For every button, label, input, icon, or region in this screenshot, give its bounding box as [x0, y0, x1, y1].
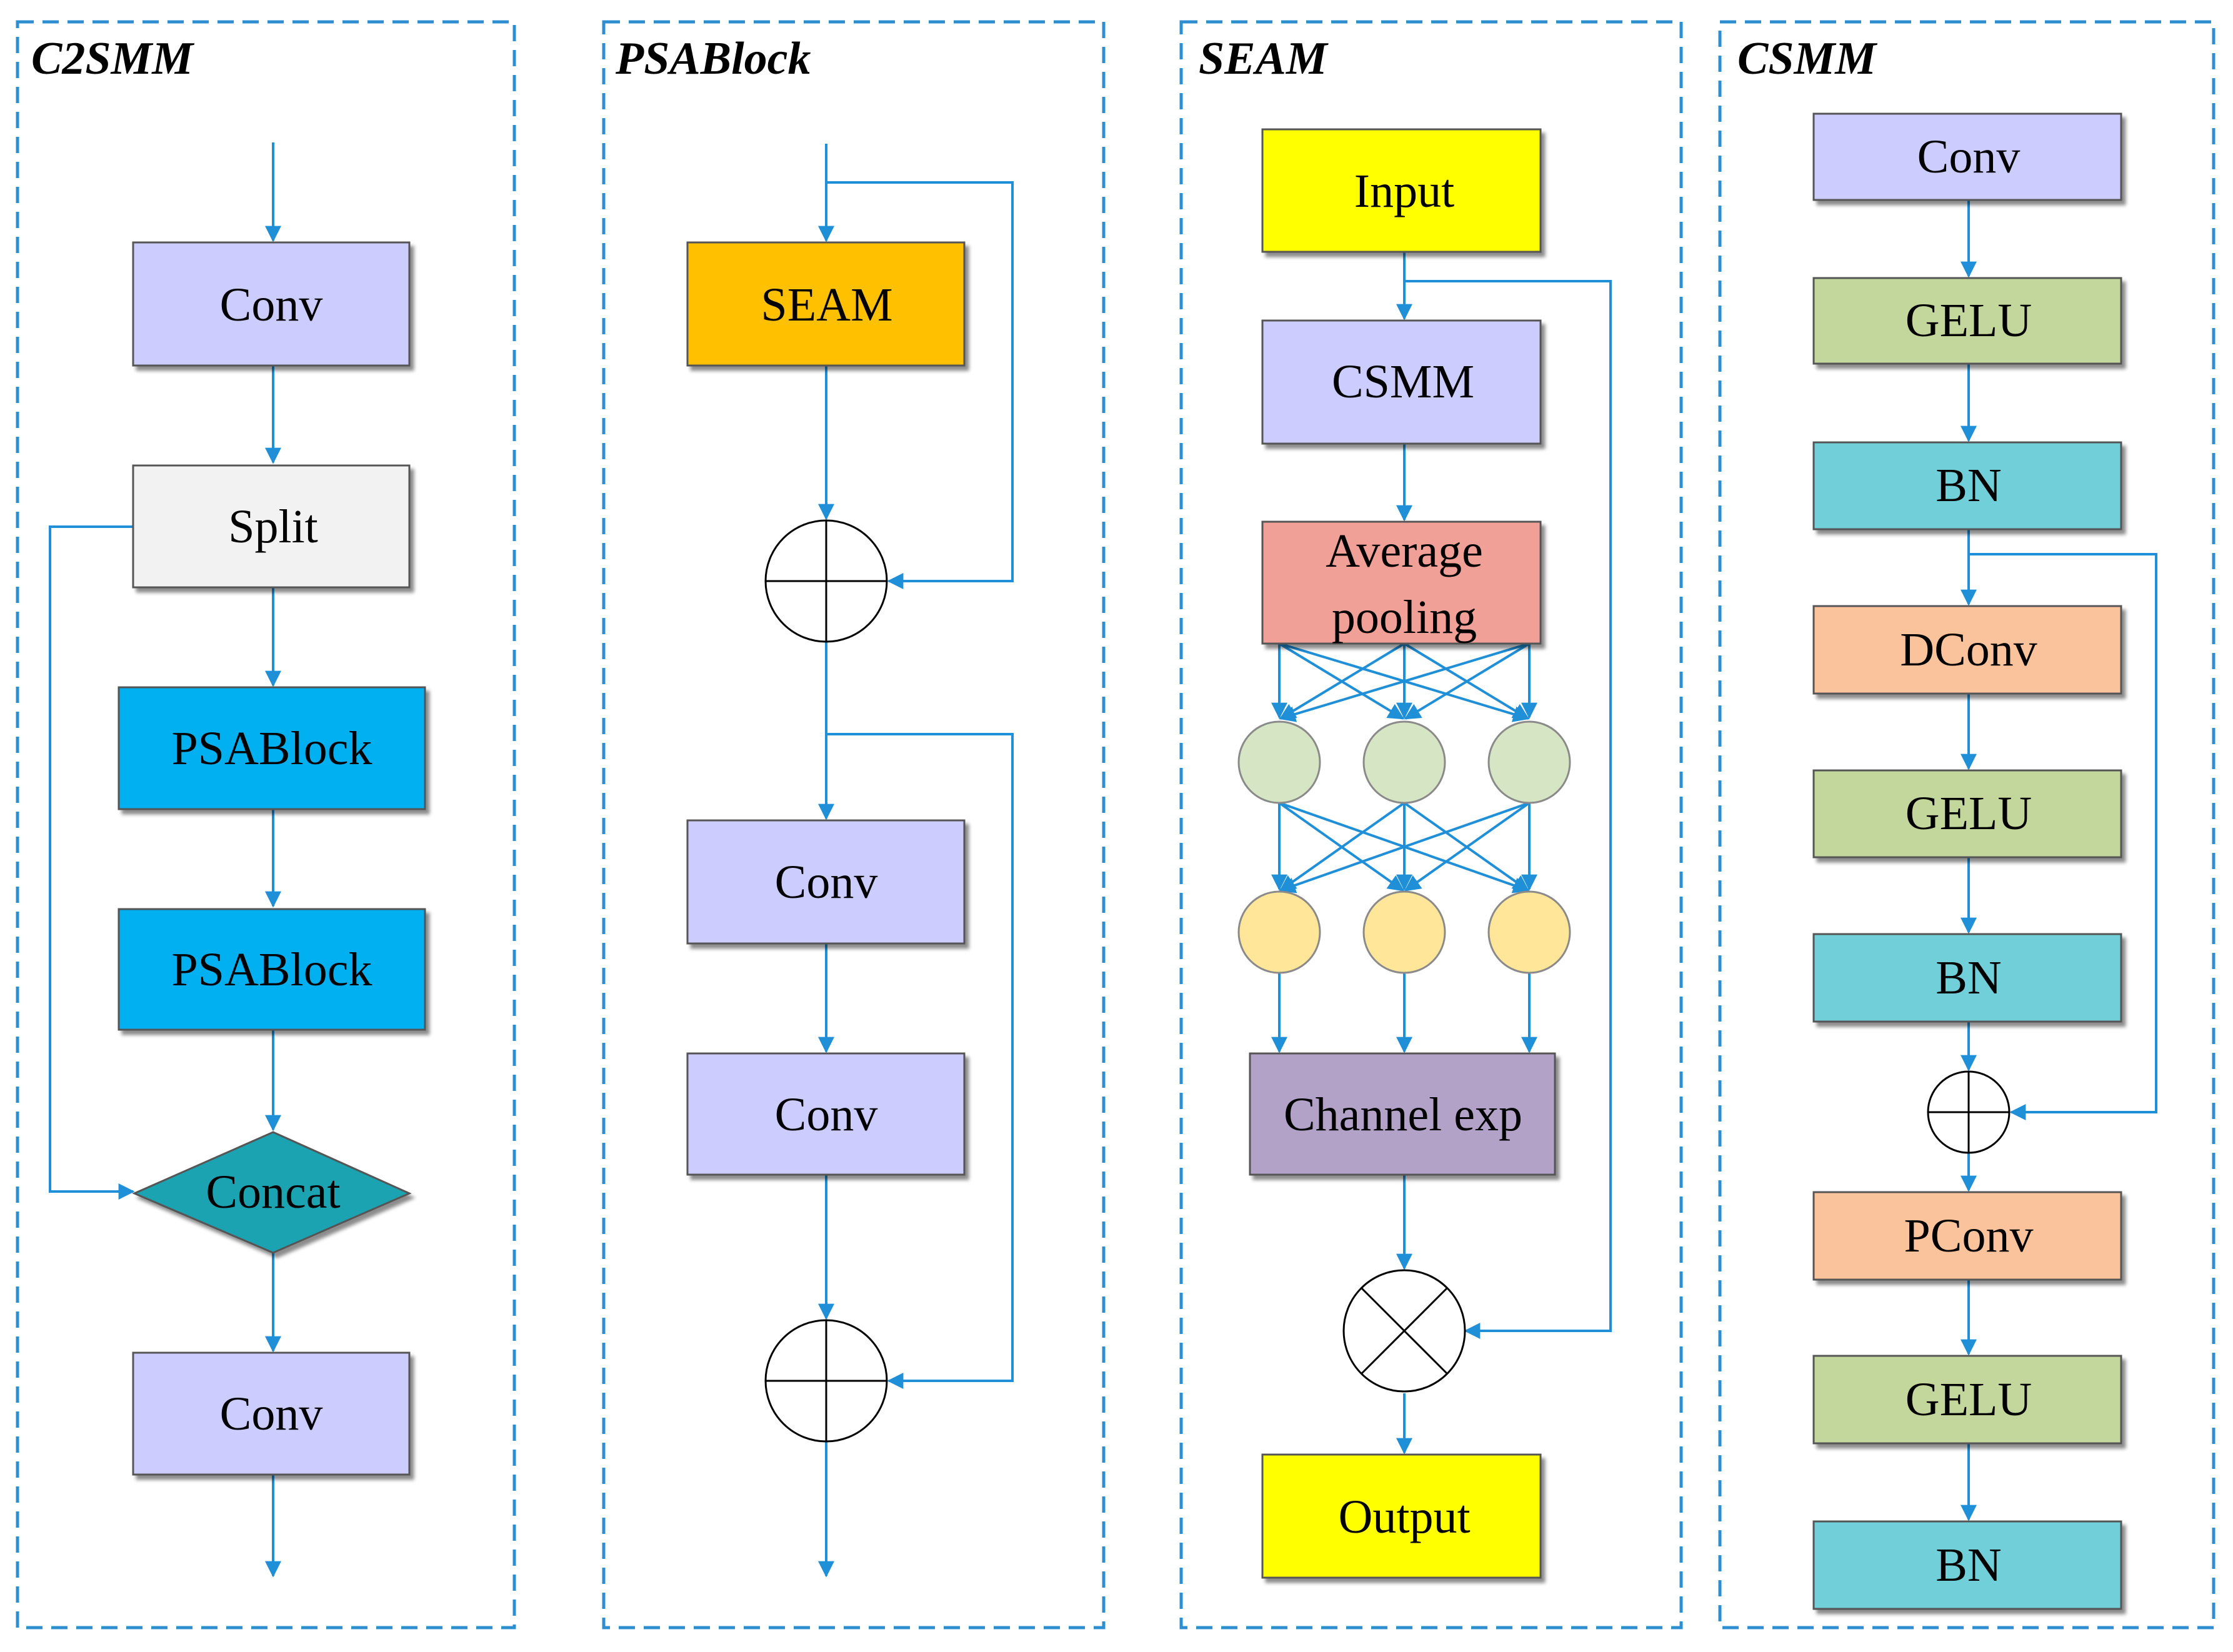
c2smm-split-block: Split	[132, 464, 411, 589]
csmm-add-icon	[1927, 1070, 2011, 1154]
csmm-gelu-3-block: GELU	[1812, 1355, 2122, 1445]
csmm-gelu-1-block: GELU	[1812, 277, 2122, 365]
c2smm-split-label: Split	[228, 500, 318, 553]
c2smm-conv-top-block: Conv	[132, 241, 411, 367]
csmm-dconv-label: DConv	[1900, 624, 2037, 676]
seam-node-2-1	[1237, 890, 1321, 974]
seam-output-block: Output	[1261, 1453, 1542, 1579]
seam-fc-layer-2-wires	[1271, 802, 1537, 893]
psablock-conv-2-label: Conv	[775, 1088, 878, 1141]
seam-input-block: Input	[1261, 128, 1542, 253]
seam-node-2-2	[1362, 890, 1446, 974]
seam-skip-wire	[1404, 280, 1612, 1339]
c2smm-psablock-2-block: PSABlock	[117, 908, 426, 1031]
c2smm-psablock-2-label: PSABlock	[172, 943, 372, 996]
c2smm-concat-label: Concat	[206, 1166, 340, 1218]
csmm-dconv-block: DConv	[1812, 605, 2122, 695]
c2smm-conv-top-label: Conv	[220, 279, 323, 331]
seam-average-pooling-block: Average pooling	[1261, 520, 1542, 645]
seam-hidden-nodes-row-2	[1237, 890, 1571, 974]
seam-average-pooling-label-line1: Average	[1326, 525, 1483, 577]
psablock-panel: PSABlock SEAM Conv Conv	[602, 20, 1106, 1630]
csmm-pconv-label: PConv	[1904, 1210, 2034, 1262]
psablock-conv-1-block: Conv	[686, 819, 966, 945]
seam-nodes-to-channel-exp-wires	[1271, 972, 1537, 1053]
csmm-gelu-1-label: GELU	[1906, 294, 2032, 347]
c2smm-conv-bottom-label: Conv	[220, 1388, 323, 1440]
c2smm-panel: C2SMM Conv Split PSABlock PSABlock Con	[16, 20, 516, 1630]
psablock-residual-2-wire	[826, 733, 1014, 1389]
csmm-bn-3-block: BN	[1812, 1520, 2122, 1610]
psablock-seam-block: SEAM	[686, 241, 966, 367]
psablock-residual-1-wire	[826, 181, 1014, 589]
c2smm-conv-bottom-block: Conv	[132, 1351, 411, 1476]
seam-panel: SEAM	[1179, 20, 1683, 1630]
seam-hidden-nodes-row-1	[1237, 720, 1571, 804]
seam-output-label: Output	[1338, 1491, 1470, 1543]
seam-average-pooling-label-line2: pooling	[1332, 591, 1477, 644]
csmm-gelu-2-block: GELU	[1812, 769, 2122, 858]
csmm-bn-3-label: BN	[1936, 1539, 2002, 1591]
psablock-add-2-icon	[764, 1319, 888, 1443]
csmm-gelu-2-label: GELU	[1906, 787, 2032, 840]
csmm-bn-2-label: BN	[1936, 952, 2002, 1004]
psablock-seam-label: SEAM	[761, 279, 892, 331]
psablock-panel-title: PSABlock	[615, 33, 811, 84]
seam-fc-layer-1-wires	[1271, 642, 1537, 722]
seam-csmm-block: CSMM	[1261, 319, 1542, 445]
seam-multiply-icon	[1342, 1269, 1466, 1393]
seam-node-1-3	[1487, 720, 1571, 804]
csmm-panel: CSMM Conv GELU BN DConv GELU	[1718, 20, 2216, 1630]
psablock-conv-1-label: Conv	[775, 856, 878, 908]
seam-channel-exp-block: Channel exp	[1249, 1052, 1556, 1176]
csmm-residual-wire	[1969, 553, 2157, 1120]
csmm-pconv-block: PConv	[1812, 1191, 2122, 1281]
csmm-conv-block: Conv	[1812, 112, 2122, 201]
seam-node-1-1	[1237, 720, 1321, 804]
seam-input-label: Input	[1354, 165, 1454, 217]
csmm-gelu-3-label: GELU	[1906, 1373, 2032, 1426]
seam-node-2-3	[1487, 890, 1571, 974]
seam-csmm-label: CSMM	[1332, 356, 1474, 408]
csmm-bn-2-block: BN	[1812, 933, 2122, 1023]
csmm-bn-1-block: BN	[1812, 441, 2122, 530]
seam-node-1-2	[1362, 720, 1446, 804]
psablock-conv-2-block: Conv	[686, 1052, 966, 1176]
c2smm-concat-diamond: Concat	[132, 1131, 412, 1254]
seam-panel-title: SEAM	[1199, 33, 1329, 84]
seam-channel-exp-label: Channel exp	[1284, 1088, 1522, 1141]
c2smm-panel-frame	[16, 20, 516, 1630]
csmm-bn-1-label: BN	[1936, 459, 2002, 512]
c2smm-panel-title: C2SMM	[31, 33, 194, 84]
c2smm-psablock-1-block: PSABlock	[117, 686, 426, 810]
csmm-conv-label: Conv	[1917, 131, 2021, 183]
psablock-add-1-icon	[764, 519, 888, 643]
seam-panel-frame	[1179, 20, 1683, 1630]
csmm-panel-title: CSMM	[1737, 33, 1877, 84]
psablock-panel-frame	[602, 20, 1106, 1630]
c2smm-psablock-1-label: PSABlock	[172, 722, 372, 775]
c2smm-split-bypass-wire	[49, 525, 135, 1200]
